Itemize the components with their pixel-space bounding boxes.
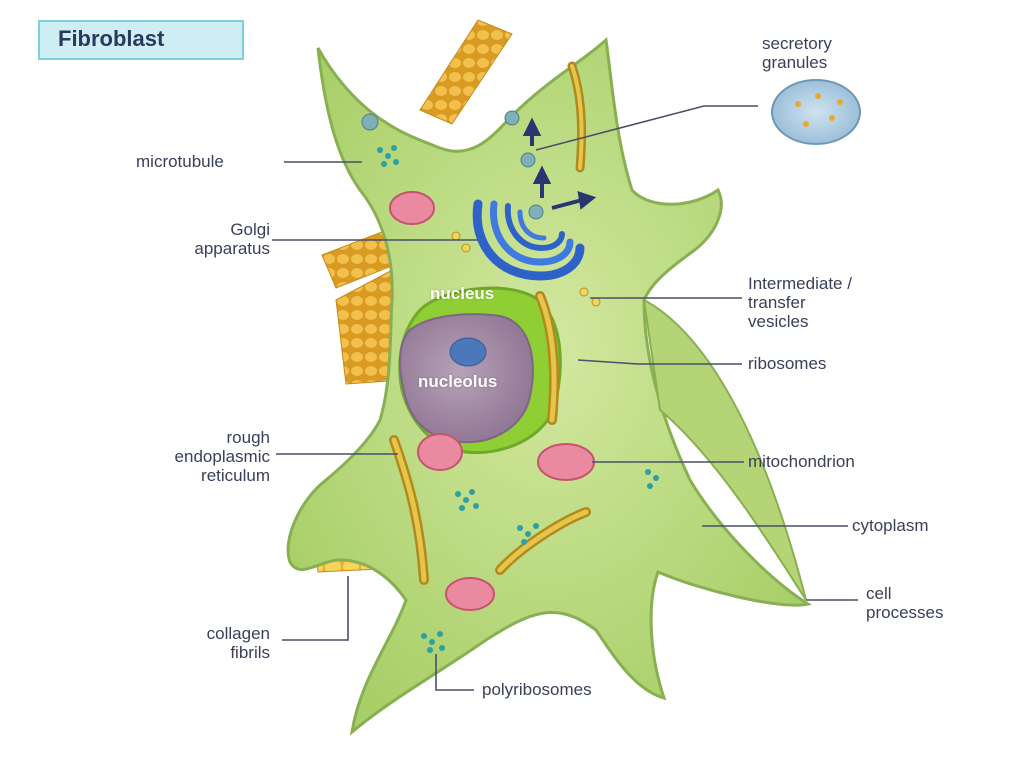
label-cytoplasm: cytoplasm: [852, 516, 929, 535]
polyribosomes-clusters: [377, 145, 659, 653]
label-microtubule: microtubule: [136, 152, 224, 171]
label-nucleolus: nucleolus: [418, 372, 498, 391]
golgi-apparatus: [472, 199, 585, 281]
label-polyribosomes: polyribosomes: [482, 680, 592, 699]
label-ribosomes: ribosomes: [748, 354, 827, 373]
mitochondrion: [417, 433, 463, 471]
label-nucleus: nucleus: [430, 284, 495, 303]
label-cell-processes: cell processes: [866, 584, 944, 622]
cell-process: [642, 298, 807, 601]
mitochondrion: [389, 191, 435, 225]
nucleus: [398, 286, 562, 455]
label-mitochondrion: mitochondrion: [748, 452, 855, 471]
mitochondria: [389, 191, 595, 611]
label-vesicles: Intermediate / transfer vesicles: [748, 274, 852, 331]
label-collagen-fibrils: collagen fibrils: [206, 624, 270, 662]
label-rough-er: rough endoplasmic reticulum: [174, 428, 270, 485]
collagen-fibril-top: [419, 19, 513, 125]
label-secretory-granules: secretory granules: [762, 34, 832, 72]
mitochondrion: [445, 577, 495, 611]
collagen-fibrils: [311, 19, 513, 573]
diagram-title: Fibroblast: [58, 26, 165, 51]
transfer-vesicles: [361, 110, 601, 307]
mitochondrion: [537, 443, 595, 481]
rough-er: [389, 61, 591, 585]
title-box: [38, 20, 244, 60]
nucleolus-core: [449, 337, 487, 367]
label-golgi-apparatus: Golgi apparatus: [194, 220, 270, 258]
leader-lines: [272, 105, 858, 691]
secretion-arrows: [522, 117, 597, 210]
nucleolus-body: [399, 313, 534, 444]
secretory-granule: [771, 79, 861, 145]
